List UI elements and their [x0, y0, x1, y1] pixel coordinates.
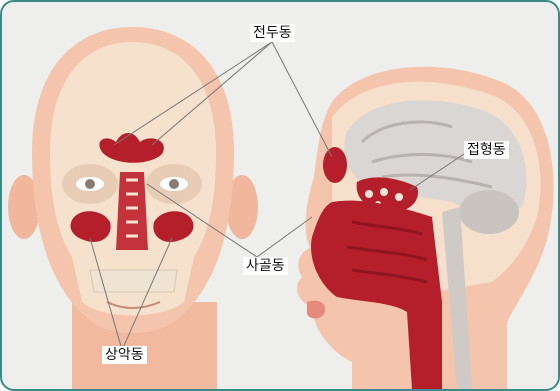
label-ethmoid-sinus: 사골동: [243, 257, 288, 275]
side-head: [297, 67, 553, 389]
front-head: [8, 27, 258, 389]
label-frontal-sinus: 전두동: [250, 24, 295, 42]
frontal-sinus-side: [323, 147, 347, 183]
label-sphenoid-sinus: 접형동: [464, 141, 509, 159]
label-maxillary-sinus: 상악동: [102, 346, 147, 364]
